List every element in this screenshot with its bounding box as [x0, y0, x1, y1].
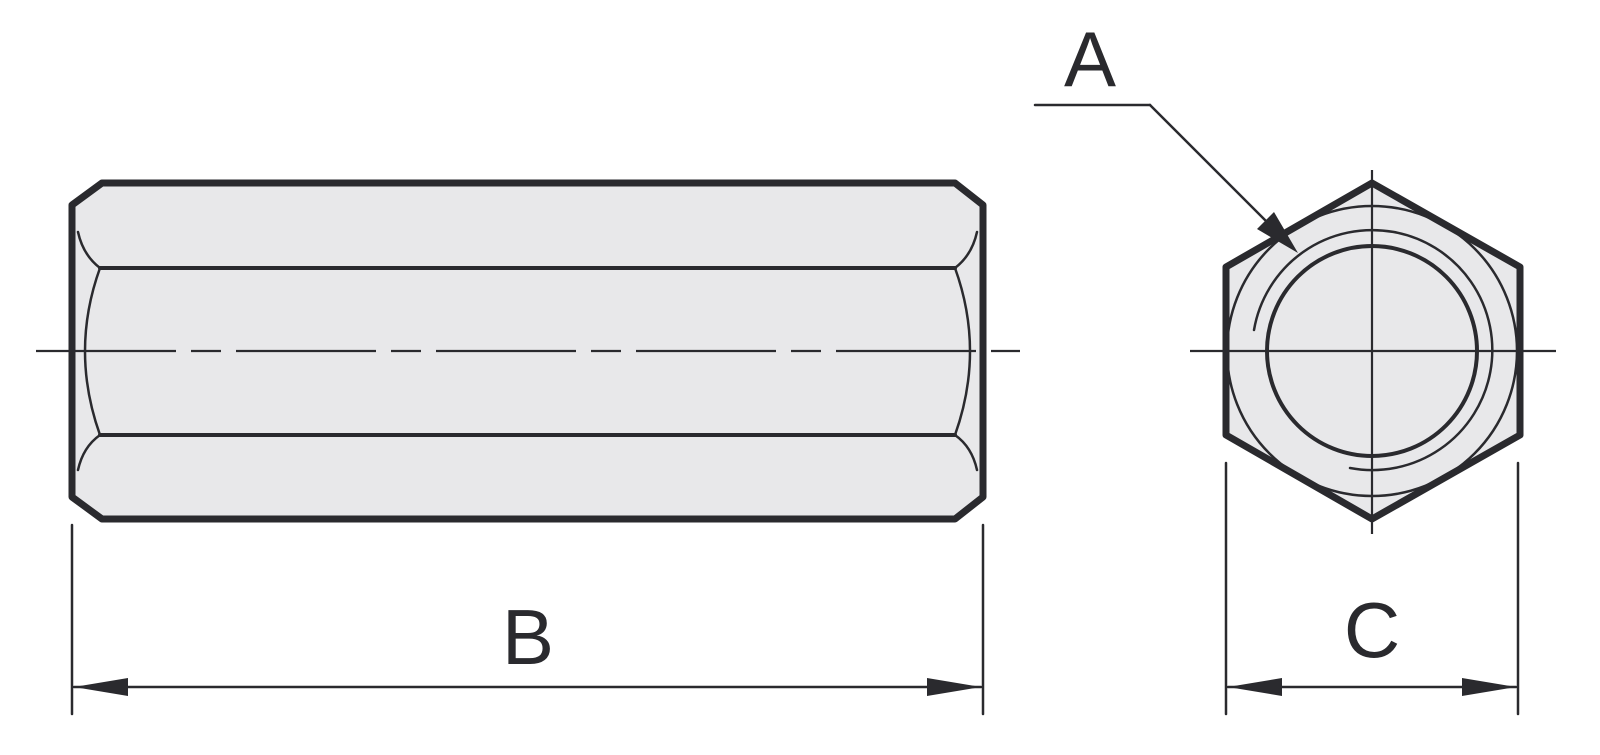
- dimension-b-arrow-right: [927, 678, 981, 696]
- label-c: C: [1344, 586, 1400, 674]
- thread-major-arc: [1252, 228, 1494, 472]
- side-view: [36, 179, 1020, 523]
- label-b: B: [502, 593, 554, 681]
- leader-a: A: [1033, 15, 1298, 253]
- chamfer-arc-left-top: [76, 230, 102, 270]
- chamfer-arc-right-top: [953, 230, 979, 270]
- dimension-c-arrow-left: [1228, 678, 1282, 696]
- chamfer-arc-left-bottom: [76, 433, 102, 472]
- chamfer-arc-right-bottom: [953, 433, 979, 472]
- dimension-c-arrow-right: [1462, 678, 1516, 696]
- dimension-b: B: [70, 523, 985, 716]
- dimension-c: C: [1224, 461, 1520, 716]
- dimension-b-arrow-left: [74, 678, 128, 696]
- end-view: [1190, 170, 1556, 534]
- leader-a-arrowhead: [1257, 212, 1298, 253]
- label-a: A: [1064, 15, 1116, 103]
